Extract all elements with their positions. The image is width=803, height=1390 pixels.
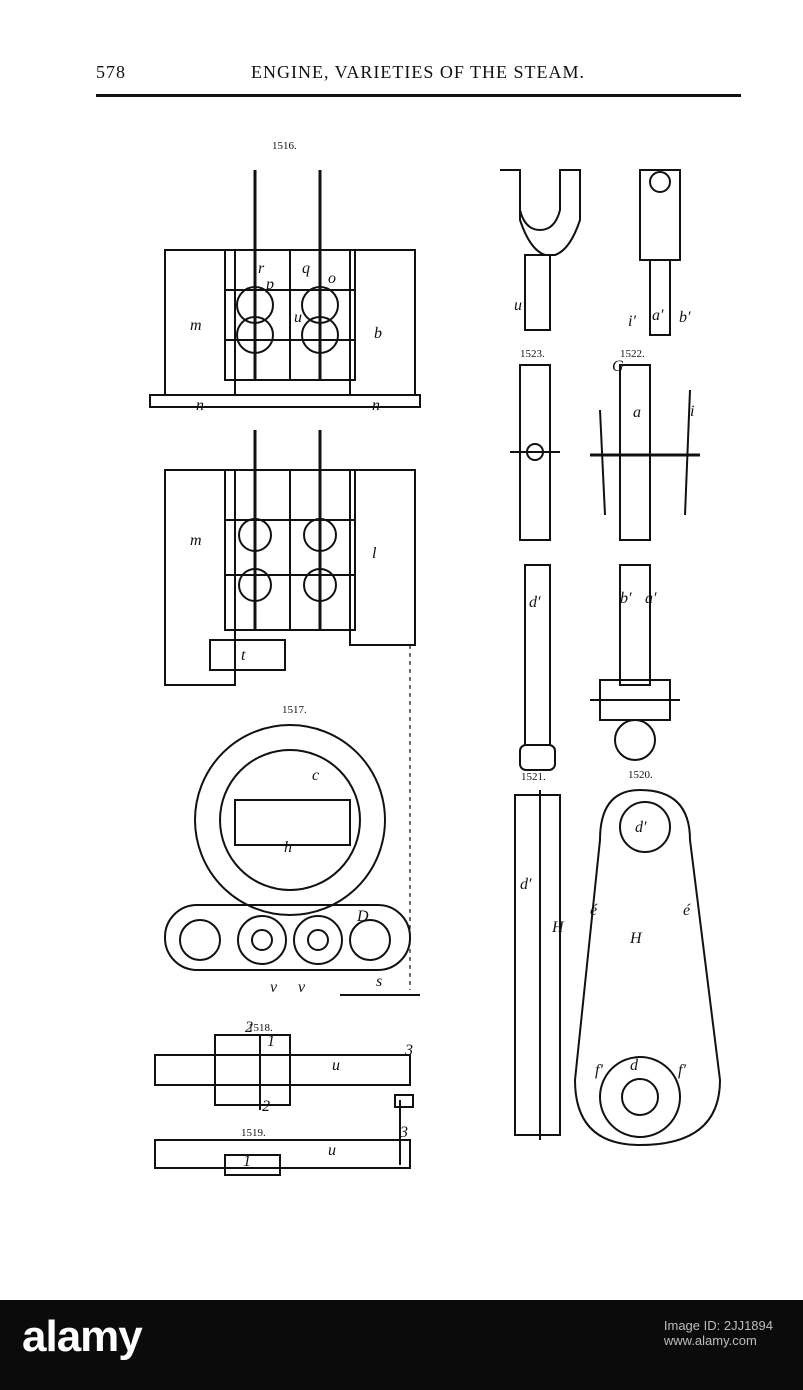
label-eprime-right: é [683, 902, 691, 919]
label-u: u [294, 309, 302, 326]
figure-1517-label: 1517. [282, 704, 307, 716]
label-m-lower: m [190, 532, 202, 549]
figure-1521-label: 1521. [521, 771, 546, 783]
label-n-right: n [372, 397, 380, 414]
fork-diagram-lower [519, 564, 680, 771]
label-iprime: i′ [628, 313, 636, 330]
label-p: p [265, 276, 274, 293]
label-s: s [376, 973, 382, 990]
figure-1518-label: 1518. [248, 1022, 273, 1034]
label-n-left: n [196, 397, 204, 414]
page-number: 578 [96, 62, 126, 82]
label-H: H [629, 930, 643, 947]
label-a: a [633, 404, 641, 421]
fig-1520-diagram [573, 788, 722, 1147]
fig-1516-lower-diagram [164, 430, 416, 990]
label-1-lower: 1 [243, 1153, 251, 1170]
label-u-shaft: u [332, 1057, 340, 1074]
label-3: 3 [404, 1042, 413, 1059]
header-rule [96, 94, 741, 97]
label-2-top: 2 [245, 1019, 253, 1036]
fig-1519-diagram [154, 1094, 414, 1176]
label-dprime: d′ [635, 819, 647, 836]
image-site: www.alamy.com [663, 1333, 757, 1348]
label-2-bottom: 2 [262, 1098, 270, 1115]
label-dprime-lower: d′ [529, 594, 541, 611]
label-i: i [690, 403, 694, 420]
label-t: t [241, 647, 246, 664]
label-dprime-1521: d′ [520, 876, 532, 893]
alamy-logo: alamy [22, 1312, 143, 1361]
fig-1517-diagram [164, 724, 420, 996]
label-h: h [284, 839, 292, 856]
figure-1519-label: 1519. [241, 1127, 266, 1139]
label-c: c [312, 767, 319, 784]
figure-1520-label: 1520. [628, 769, 653, 781]
label-fprime-left: f′ [595, 1062, 603, 1079]
label-l: l [372, 545, 377, 562]
label-d: d [630, 1057, 639, 1074]
stock-watermark-bar: alamy Image ID: 2JJ1894 www.alamy.com [0, 1300, 803, 1390]
label-eprime-left: é [590, 902, 598, 919]
fig-1522-diagram [590, 364, 700, 541]
fig-1523-diagram [510, 364, 560, 541]
label-uprime: u′ [514, 297, 526, 314]
label-bprime: b′ [679, 309, 691, 326]
label-u-shaft-lower: u [328, 1142, 336, 1159]
page-header: 578 ENGINE, VARIETIES OF THE STEAM. [0, 0, 803, 110]
label-r: r [258, 260, 265, 277]
figure-1516-label: 1516. [272, 140, 297, 152]
label-H-1521: H [551, 919, 565, 936]
label-v-left: v [270, 979, 278, 996]
running-head: ENGINE, VARIETIES OF THE STEAM. [251, 62, 586, 82]
label-v-right: v [298, 979, 306, 996]
label-G: G [612, 358, 624, 375]
label-bprime-lower: b′ [620, 590, 632, 607]
label-b: b [374, 325, 382, 342]
image-id-label: Image ID: 2JJ1894 [663, 1318, 773, 1333]
label-3-lower: 3 [399, 1124, 408, 1141]
label-aprime: a′ [652, 307, 664, 324]
engraving-plate: r q p u o m b n n m l t c h D s G a i d′… [149, 169, 722, 1176]
label-q: q [302, 260, 310, 277]
figure-1522-label: 1522. [620, 348, 645, 360]
label-D: D [356, 908, 369, 925]
fork-diagram-upper [500, 169, 681, 336]
label-aprime-lower: a′ [645, 590, 657, 607]
book-page: 578 ENGINE, VARIETIES OF THE STEAM. [0, 0, 803, 1176]
label-o: o [328, 270, 336, 287]
fig-1518-diagram [154, 1034, 411, 1110]
fig-1516-diagram [149, 170, 421, 408]
figure-1523-label: 1523. [520, 348, 545, 360]
label-m: m [190, 317, 202, 334]
fig-1521-diagram [514, 790, 561, 1140]
watermark-info: Image ID: 2JJ1894 www.alamy.com [664, 1318, 773, 1348]
label-fprime-right: f′ [678, 1062, 686, 1079]
label-1: 1 [267, 1033, 275, 1050]
